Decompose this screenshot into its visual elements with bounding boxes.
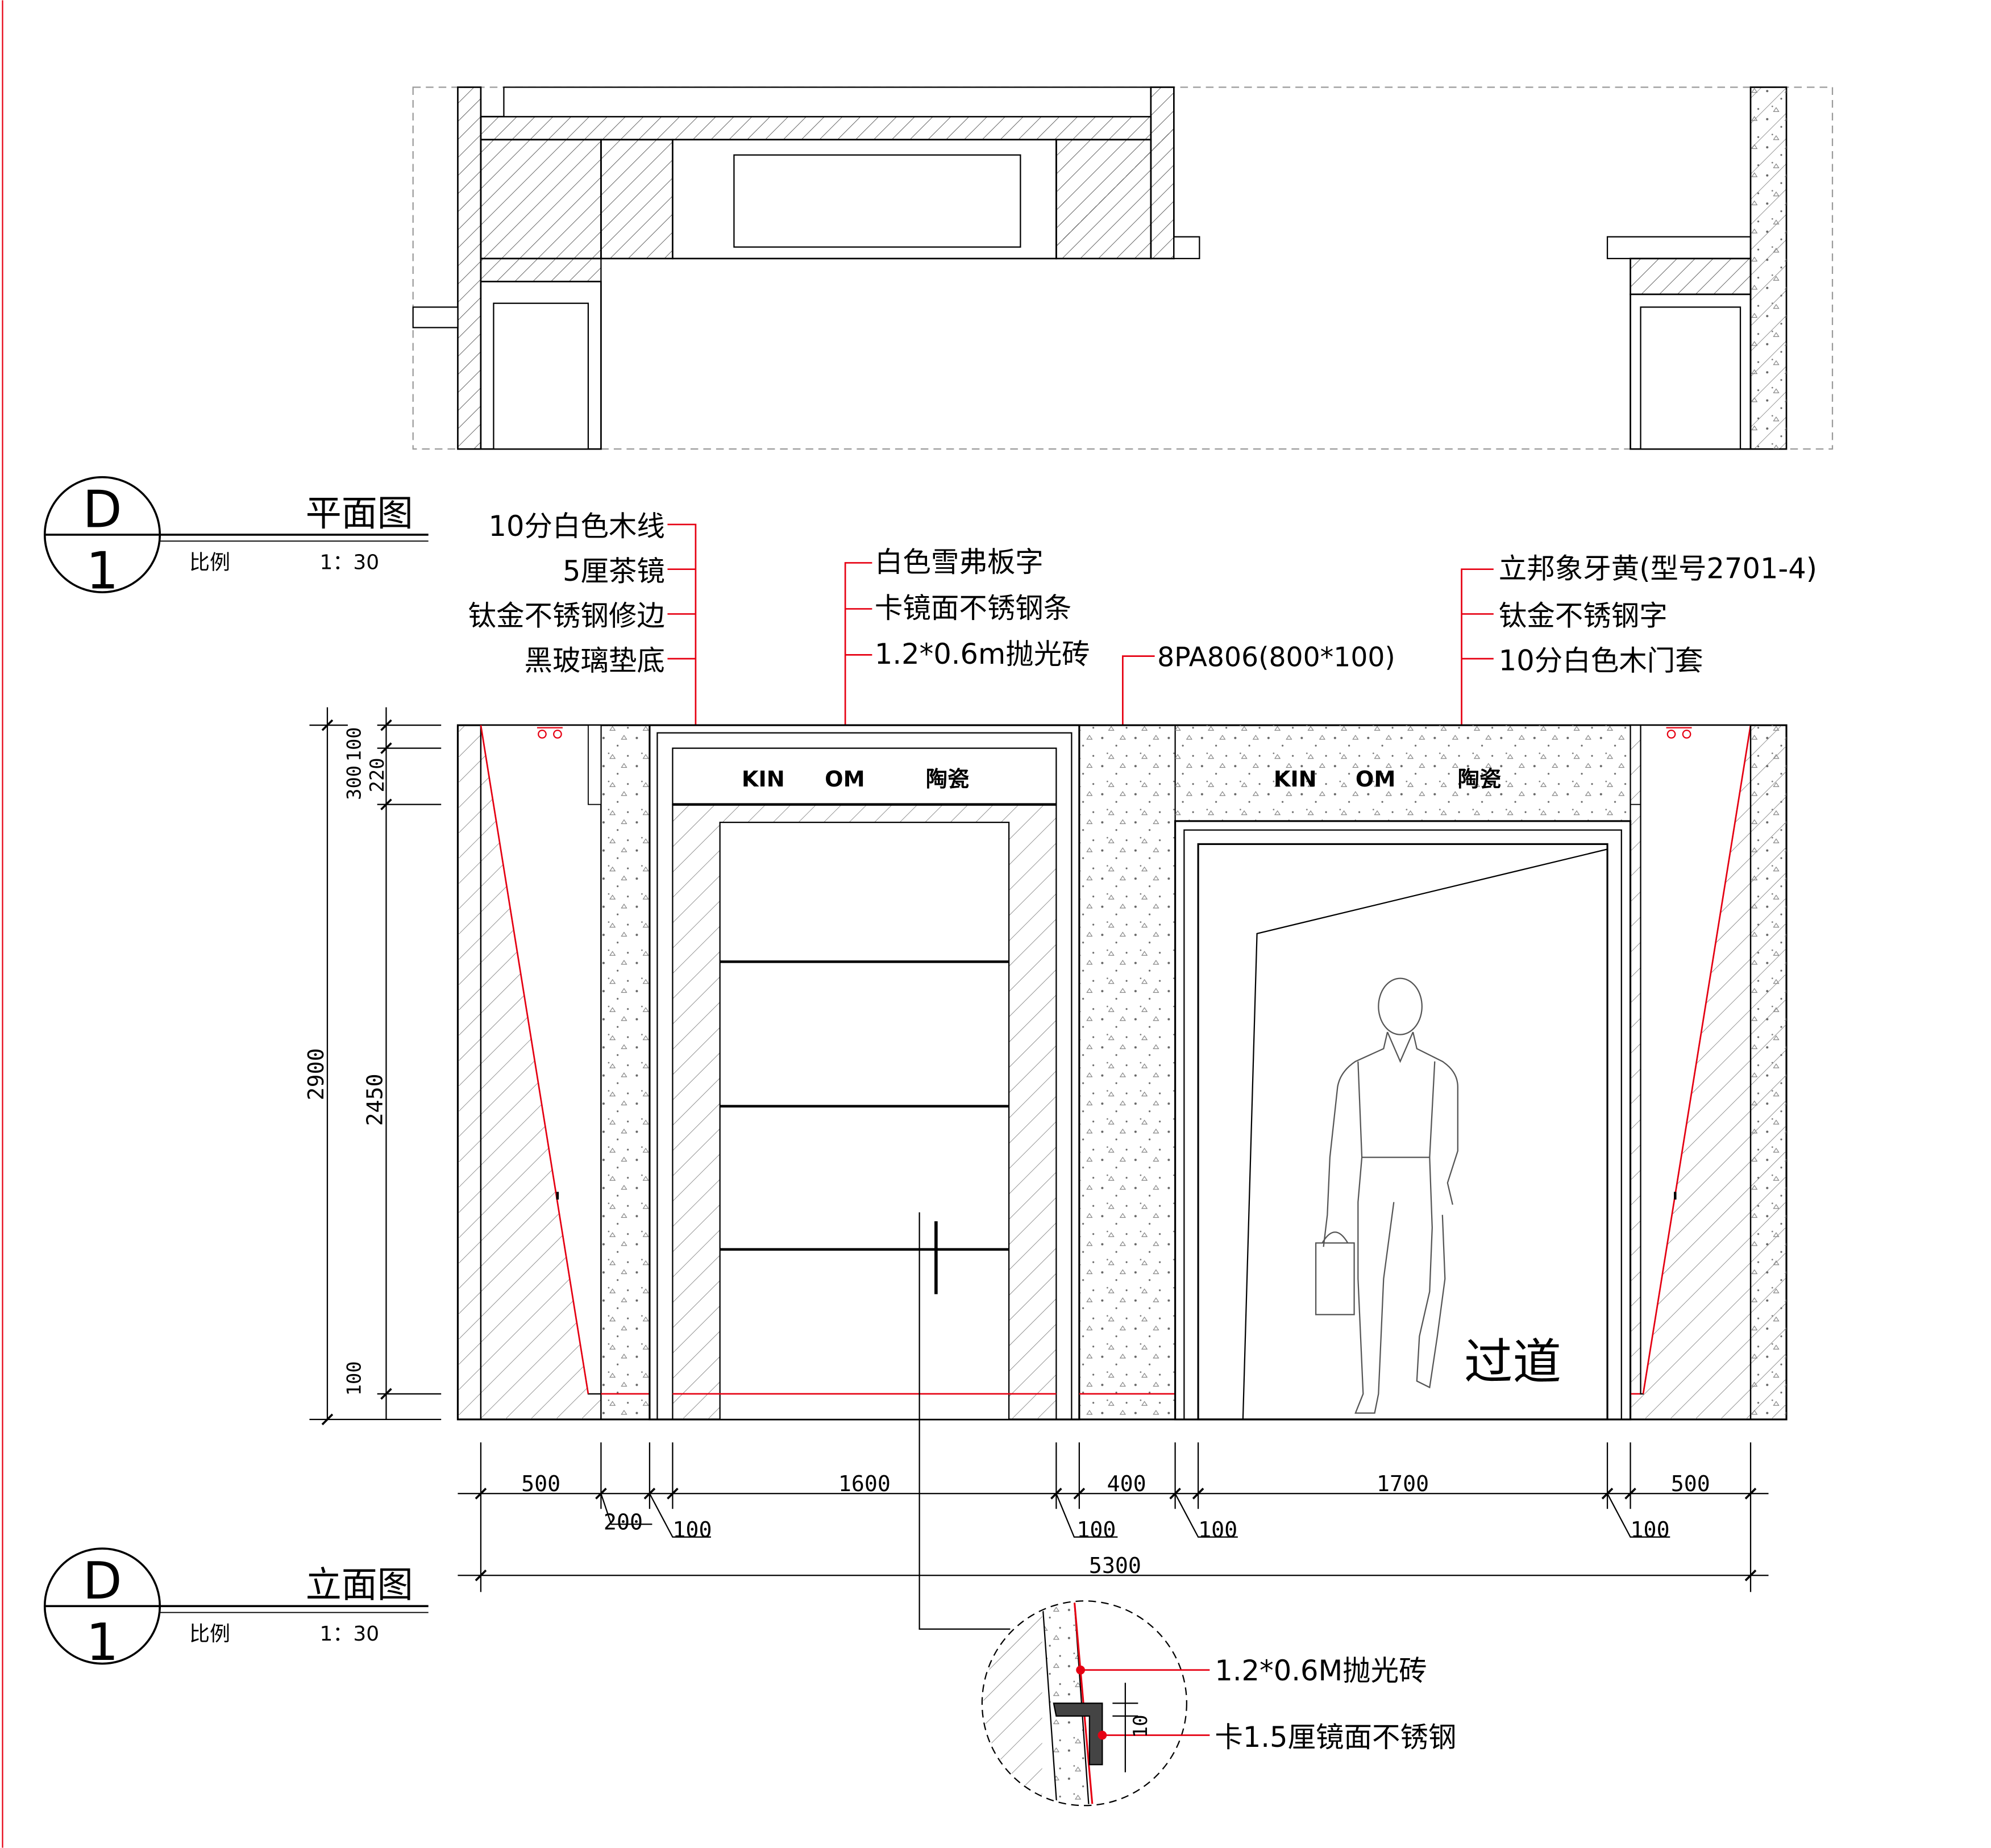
dim-vertical-top-220: 220 [366, 757, 388, 792]
plan-title: 平面图 [306, 493, 413, 534]
dim-1600: 1600 [838, 1472, 891, 1497]
dim-500-right: 500 [1671, 1472, 1710, 1497]
detail-label-steel: 卡1.5厘镜面不锈钢 [1215, 1721, 1456, 1754]
elevation-badge-letter: D [82, 1551, 122, 1611]
plan-scale-value: 1：30 [319, 551, 379, 575]
plan-title-block: D 1 平面图 比例 1：30 [43, 476, 429, 601]
elevation-badge-number: 1 [86, 1613, 118, 1672]
note-foam-letters: 白色雪弗板字 [875, 546, 1044, 578]
plan-badge-number: 1 [86, 541, 118, 601]
elevation-title: 立面图 [306, 1564, 413, 1606]
note-wood-trim: 10分白色木线 [489, 510, 665, 543]
elevation-scale-label: 比例 [189, 1622, 230, 1646]
plan-scale-label: 比例 [189, 551, 230, 575]
note-door-frame: 10分白色木门套 [1499, 644, 1703, 677]
dimensions [309, 707, 1769, 1592]
note-tile-code: 8PA806(800*100) [1157, 642, 1395, 673]
elevation-view: KIN OM 陶瓷 KIN OM 陶瓷 过道 [456, 724, 1788, 1421]
note-tea-mirror: 5厘茶镜 [563, 555, 665, 588]
plan-badge-letter: D [82, 480, 122, 539]
sign-1-mid: OM [825, 767, 865, 792]
note-steel-letters: 钛金不锈钢字 [1499, 600, 1668, 632]
note-wall-paint: 立邦象牙黄(型号2701-4) [1499, 552, 1817, 585]
dim-100-d: 100 [1631, 1518, 1670, 1543]
dimension-labels: 500 1600 400 1700 500 200 100 100 100 10… [304, 727, 1710, 1578]
dim-100-c: 100 [1198, 1518, 1237, 1543]
dim-500-left: 500 [521, 1472, 560, 1497]
note-steel-strip: 卡镜面不锈钢条 [875, 592, 1071, 625]
dim-vertical-2900: 2900 [304, 1048, 329, 1100]
sign-1-right: 陶瓷 [926, 767, 969, 792]
detail-label-tile: 1.2*0.6M抛光砖 [1215, 1654, 1427, 1687]
detail-callout: 10 1.2*0.6M抛光砖 卡1.5厘镜面不锈钢 [918, 1212, 1456, 1807]
elevation-scale-value: 1：30 [319, 1622, 379, 1646]
dim-200: 200 [604, 1510, 643, 1535]
note-steel-edge: 钛金不锈钢修边 [468, 600, 665, 632]
dim-100-b: 100 [1076, 1518, 1116, 1543]
plan-view [412, 86, 1834, 450]
dim-vertical-top-300: 300 [343, 765, 365, 800]
human-figure [1315, 977, 1458, 1414]
dim-400: 400 [1107, 1472, 1146, 1497]
annotations: 10分白色木线 5厘茶镜 钛金不锈钢修边 黑玻璃垫底 白色雪弗板字 卡镜面不锈钢… [468, 510, 1817, 1412]
note-black-glass: 黑玻璃垫底 [524, 644, 664, 677]
detail-dim-10: 10 [1129, 1714, 1152, 1738]
dim-vertical-top-100: 100 [343, 727, 365, 761]
elevation-title-block: D 1 立面图 比例 1：30 [43, 1547, 429, 1672]
sign-1-left: KIN [742, 767, 785, 792]
sign-2-right: 陶瓷 [1458, 767, 1501, 792]
dim-vertical-2450: 2450 [363, 1073, 388, 1126]
note-polished-tile: 1.2*0.6m抛光砖 [875, 638, 1090, 671]
dim-vertical-bottom-100: 100 [343, 1361, 365, 1396]
dim-total-5300: 5300 [1089, 1554, 1141, 1579]
dim-100-a: 100 [672, 1518, 712, 1543]
sign-2-mid: OM [1356, 767, 1396, 792]
dim-1700: 1700 [1377, 1472, 1429, 1497]
sign-2-left: KIN [1274, 767, 1317, 792]
room-label-corridor: 过道 [1464, 1334, 1561, 1391]
